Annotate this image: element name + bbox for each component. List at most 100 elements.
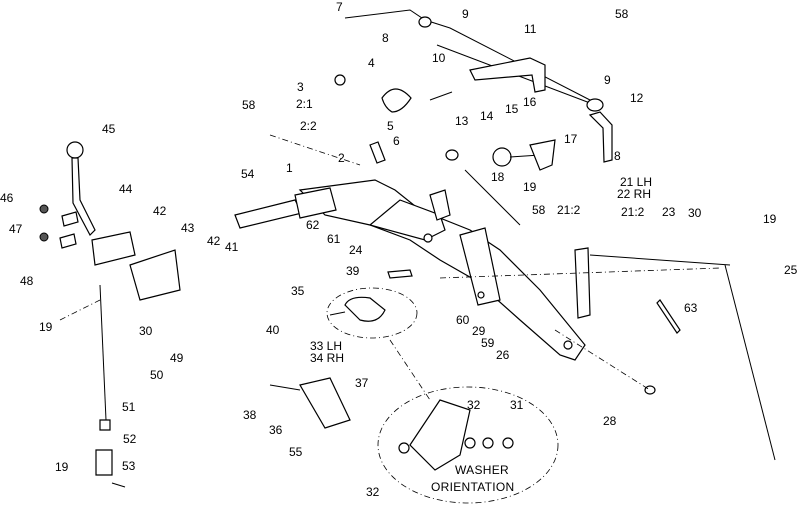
- callout-9a: 9: [462, 7, 469, 21]
- callout-42a: 42: [153, 204, 167, 218]
- pin-53: [111, 482, 126, 488]
- callout-37: 37: [355, 376, 369, 390]
- callout-45: 45: [102, 122, 116, 136]
- callout-25: 25: [784, 263, 798, 277]
- pedal-detail-outline: [326, 287, 418, 339]
- callout-61: 61: [327, 232, 341, 246]
- callout-41: 41: [225, 240, 239, 254]
- callout-35: 35: [291, 284, 305, 298]
- callout-2-1: 2:1: [296, 97, 313, 111]
- washer-orientation-inset: [377, 386, 559, 504]
- clevis-52: [95, 449, 113, 476]
- ref-line-58: [269, 134, 361, 166]
- callout-2: 2: [338, 151, 345, 165]
- callout-21lh: 21 LH: [620, 175, 652, 189]
- callout-23: 23: [662, 205, 676, 219]
- callout-8a: 8: [382, 31, 389, 45]
- callout-54: 54: [241, 167, 255, 181]
- main-shift-frame: [298, 179, 586, 361]
- bracket-43: [129, 249, 181, 301]
- callout-52: 52: [123, 432, 137, 446]
- callout-30a: 30: [688, 206, 702, 220]
- callout-49: 49: [170, 351, 184, 365]
- nut-28: [644, 385, 656, 395]
- pedal-inset: [409, 399, 471, 471]
- shift-lever-44: [71, 157, 96, 236]
- spring-47a: [61, 211, 79, 227]
- pin-63: [656, 299, 681, 334]
- callout-53: 53: [122, 459, 136, 473]
- ref-line-28: [554, 329, 651, 391]
- callout-3: 3: [297, 80, 304, 94]
- callout-1: 1: [286, 161, 293, 175]
- callout-19b: 19: [763, 212, 777, 226]
- callout-10: 10: [432, 51, 446, 65]
- bracket-11: [469, 57, 546, 93]
- nut-46b: [39, 232, 49, 242]
- callout-58c: 58: [532, 203, 546, 217]
- callout-33lh: 33 LH: [310, 339, 342, 353]
- callout-4: 4: [368, 56, 375, 70]
- callout-19d: 19: [55, 460, 69, 474]
- upper-linkage-rod: [344, 9, 591, 101]
- callout-15: 15: [505, 102, 519, 116]
- rod-50: [99, 284, 107, 421]
- callout-34rh: 34 RH: [310, 351, 344, 365]
- callout-5: 5: [387, 119, 394, 133]
- inset-caption-line2: ORIENTATION: [431, 480, 515, 494]
- bolt-24: [387, 269, 413, 279]
- callout-31: 31: [510, 398, 524, 412]
- callout-21-2b: 21:2: [621, 205, 645, 219]
- nut-9-top: [418, 16, 432, 28]
- callout-7: 7: [336, 0, 343, 14]
- rod-18: [464, 169, 521, 226]
- callout-8b: 8: [614, 149, 621, 163]
- callout-38: 38: [243, 408, 257, 422]
- callout-32b: 32: [366, 485, 380, 499]
- clip-3: [334, 74, 346, 86]
- ref-line-19: [59, 299, 101, 321]
- callout-63: 63: [684, 301, 698, 315]
- callout-9b: 9: [604, 73, 611, 87]
- callout-47: 47: [9, 222, 23, 236]
- lever-plate: [91, 231, 136, 266]
- callout-14: 14: [480, 109, 494, 123]
- washer-32b-inset: [482, 437, 494, 449]
- callout-12: 12: [630, 91, 644, 105]
- callout-24: 24: [349, 243, 363, 257]
- callout-30b: 30: [139, 324, 153, 338]
- callout-55: 55: [289, 445, 303, 459]
- callout-28: 28: [603, 414, 617, 428]
- bellcrank-12: [588, 111, 613, 163]
- washer-32a-inset: [464, 437, 476, 449]
- callout-48: 48: [20, 274, 34, 288]
- callout-17: 17: [564, 132, 578, 146]
- callout-46: 46: [0, 191, 14, 205]
- callout-11: 11: [524, 22, 537, 36]
- nut-46a: [39, 204, 49, 214]
- callout-60: 60: [456, 313, 470, 327]
- callout-51: 51: [122, 400, 136, 414]
- callout-43: 43: [181, 221, 195, 235]
- sleeve-36: [299, 377, 351, 429]
- callout-13: 13: [455, 114, 469, 128]
- spring-10: [429, 91, 453, 101]
- callout-21-2a: 21:2: [557, 203, 581, 217]
- bushing-13: [445, 149, 459, 161]
- callout-16: 16: [523, 95, 537, 109]
- nut-51: [99, 419, 111, 431]
- callout-26: 26: [496, 348, 510, 362]
- bracket-21-22: [574, 247, 591, 319]
- inset-caption-line1: WASHER: [455, 463, 509, 477]
- callout-50: 50: [150, 368, 164, 382]
- knob-14: [492, 147, 512, 167]
- handle-grip-54: [234, 187, 337, 229]
- callout-2-2: 2:2: [300, 119, 317, 133]
- callout-18: 18: [491, 170, 505, 184]
- spring-47b: [59, 233, 77, 249]
- callout-59: 59: [481, 336, 495, 350]
- bracket-15: [529, 139, 556, 171]
